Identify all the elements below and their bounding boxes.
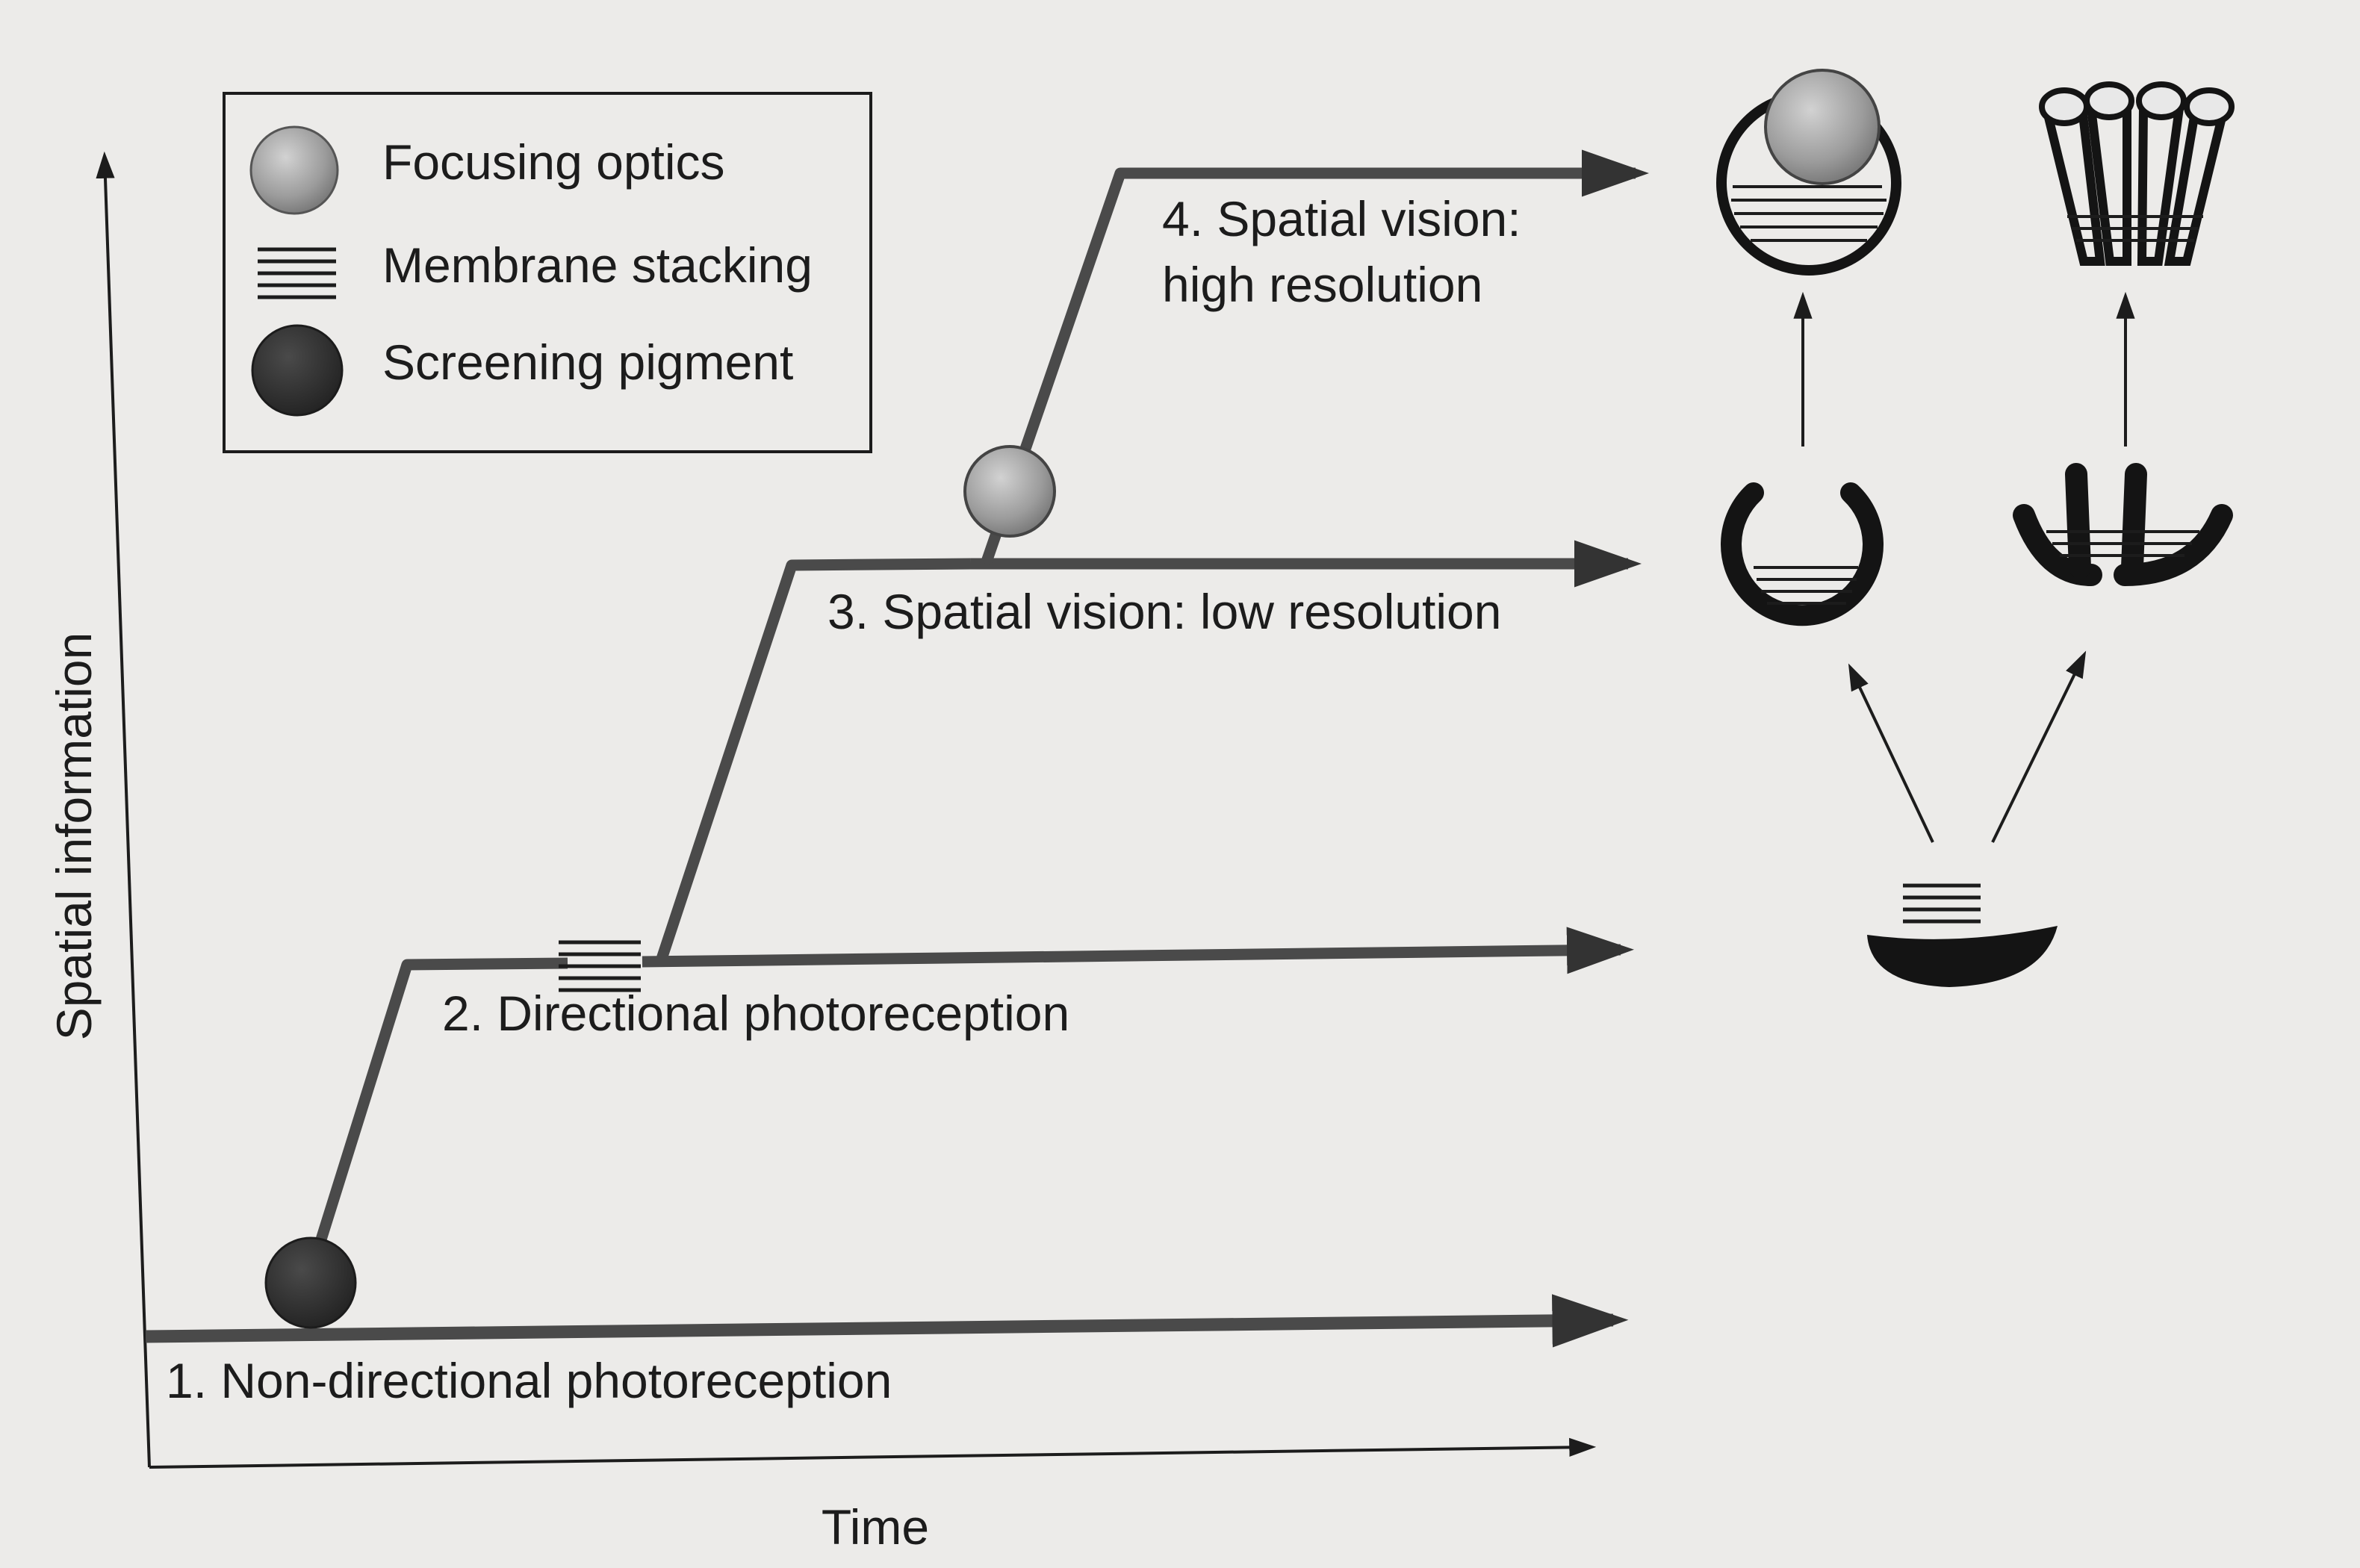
stage-4-label-line2: high resolution: [1162, 257, 1482, 312]
stage-1-arrow: [145, 1294, 1629, 1348]
stage-3-label: 3. Spatial vision: low resolution: [827, 584, 1501, 639]
focusing-optics-icon: [249, 125, 339, 215]
cup-eye-icon: [1721, 482, 1884, 626]
eye-illustrations: [1716, 69, 2235, 987]
stage-2-arrow: [642, 927, 1634, 974]
legend-box: [223, 92, 872, 453]
compound-eye-icon: [2039, 81, 2235, 266]
focusing-optics-marker: [963, 445, 1056, 538]
legend-screening-pigment: Screening pigment: [382, 335, 793, 390]
legend-membrane-stacking: Membrane stacking: [382, 237, 813, 293]
membrane-stacking-icon: [258, 247, 336, 299]
stage-3-branch: 3. Spatial vision: low resolution: [654, 540, 1642, 965]
stage-2-branch: 2. Directional photoreception: [264, 927, 1634, 1329]
screening-pigment-marker: [264, 1236, 357, 1329]
legend-focusing-optics: Focusing optics: [382, 134, 725, 190]
stage-2-label: 2. Directional photoreception: [442, 986, 1069, 1041]
stage-4-label-line1: 4. Spatial vision:: [1162, 191, 1521, 246]
x-axis: [149, 1437, 1597, 1469]
stage-2-path: [315, 957, 568, 1242]
screening-pigment-icon: [251, 324, 344, 417]
legend: Focusing optics Membrane stacking Screen…: [223, 92, 872, 453]
compound-cup-icon: [2013, 463, 2233, 586]
directional-eye-icon: [1867, 883, 2058, 987]
stage-4-branch: 4. Spatial vision: high resolution: [963, 149, 1649, 566]
arrow-to-compound-cup: [1991, 650, 2087, 843]
axes: Spatial information Time: [46, 151, 1597, 1555]
stage-1-label: 1. Non-directional photoreception: [166, 1353, 892, 1408]
stage-1-branch: 1. Non-directional photoreception: [145, 1294, 1629, 1408]
stage-4-path: [980, 167, 1210, 566]
y-axis-label: Spatial information: [46, 632, 102, 1041]
y-axis: [96, 151, 151, 1468]
lens-eye-icon: [1716, 69, 1901, 276]
arrow-to-cup-eye: [1848, 663, 1934, 843]
x-axis-label: Time: [822, 1499, 929, 1555]
stage-3-path: [654, 558, 972, 965]
membrane-stacking-marker: [559, 940, 641, 992]
